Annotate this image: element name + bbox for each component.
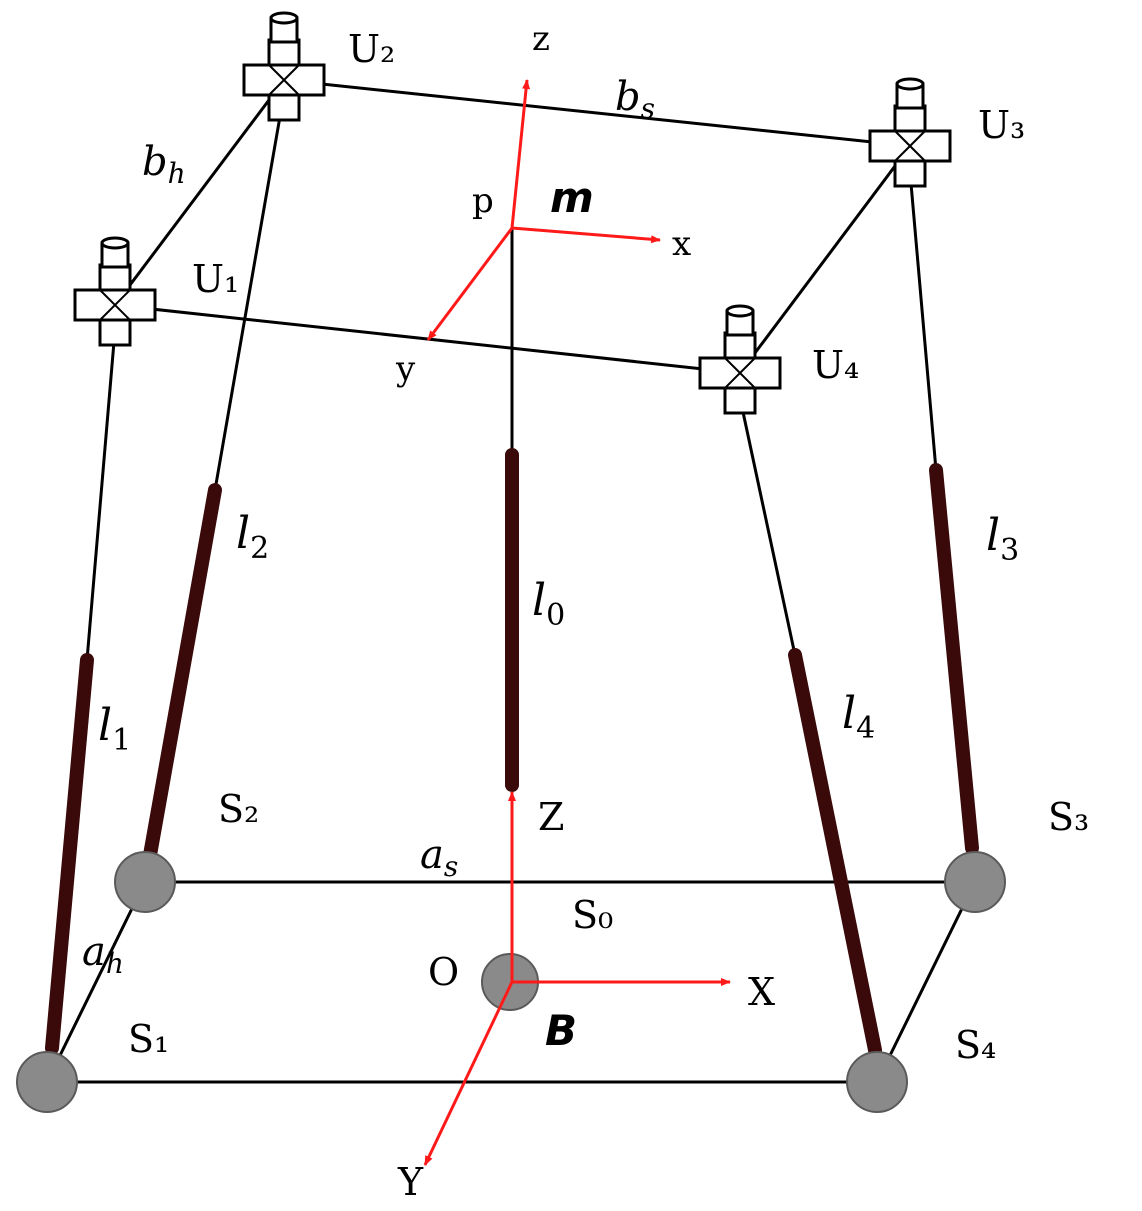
moving-edge-u2-u3 <box>283 78 911 148</box>
label-axis-z-moving: z <box>532 19 550 59</box>
axis-x-moving <box>511 226 661 244</box>
label-axis-x-moving: x <box>672 224 691 264</box>
label-l3: l3 <box>986 510 1019 568</box>
label-l0: l0 <box>532 575 565 633</box>
moving-edge-u4-u3 <box>738 145 912 374</box>
leg-3 <box>908 171 979 855</box>
axis-y-moving <box>426 227 514 341</box>
label-S1: S₁ <box>128 1017 169 1061</box>
label-U1: U₁ <box>192 257 239 301</box>
label-point-O: O <box>428 950 459 994</box>
label-axis-X-base: X <box>748 970 775 1014</box>
label-U2: U₂ <box>348 27 395 71</box>
universal-joint-u1 <box>73 236 157 347</box>
rod-l1 <box>45 653 94 1055</box>
universal-joint-u2 <box>242 11 326 122</box>
universal-joint-u4 <box>698 304 782 415</box>
label-U3: U₃ <box>978 103 1025 147</box>
label-bs: bs <box>615 74 655 125</box>
universal-joint-u3 <box>868 77 952 188</box>
base-edge-left <box>45 881 147 1083</box>
label-point-p: p <box>472 181 494 221</box>
label-ah: ah <box>82 929 124 980</box>
label-as: as <box>420 832 458 883</box>
base-edge-right <box>875 881 977 1083</box>
label-l4: l4 <box>842 688 875 746</box>
label-l1: l1 <box>98 700 131 758</box>
label-S0: S₀ <box>572 893 613 937</box>
axis-Y-base <box>423 981 514 1166</box>
moving-frame-axes <box>426 79 661 341</box>
label-U4: U₄ <box>812 343 859 387</box>
moving-edge-u1-u2 <box>113 79 286 306</box>
rod-l2 <box>143 483 222 862</box>
leg-4 <box>738 397 882 1057</box>
label-S2: S₂ <box>218 787 259 831</box>
label-S3: S₃ <box>1048 795 1089 839</box>
spherical-joint-s4 <box>846 1051 908 1113</box>
base-frame-axes <box>423 791 731 1166</box>
leg-1 <box>45 329 117 1055</box>
spherical-joint-s1 <box>16 1051 78 1113</box>
axis-z-moving <box>510 79 531 229</box>
label-moving-frame: m <box>550 173 594 222</box>
label-axis-y-moving: y <box>395 349 416 389</box>
label-axis-Z-base: Z <box>538 795 564 839</box>
label-l2: l2 <box>236 508 269 566</box>
spherical-joint-s2 <box>114 851 176 913</box>
leg-2 <box>143 104 284 862</box>
label-base-frame: B <box>545 1006 577 1055</box>
rod-l3 <box>929 463 979 855</box>
label-axis-Y-base: Y <box>397 1160 424 1204</box>
label-bh: bh <box>142 139 186 190</box>
rod-l4 <box>788 648 882 1057</box>
label-S4: S₄ <box>955 1023 996 1067</box>
spherical-joint-s3 <box>944 851 1006 913</box>
